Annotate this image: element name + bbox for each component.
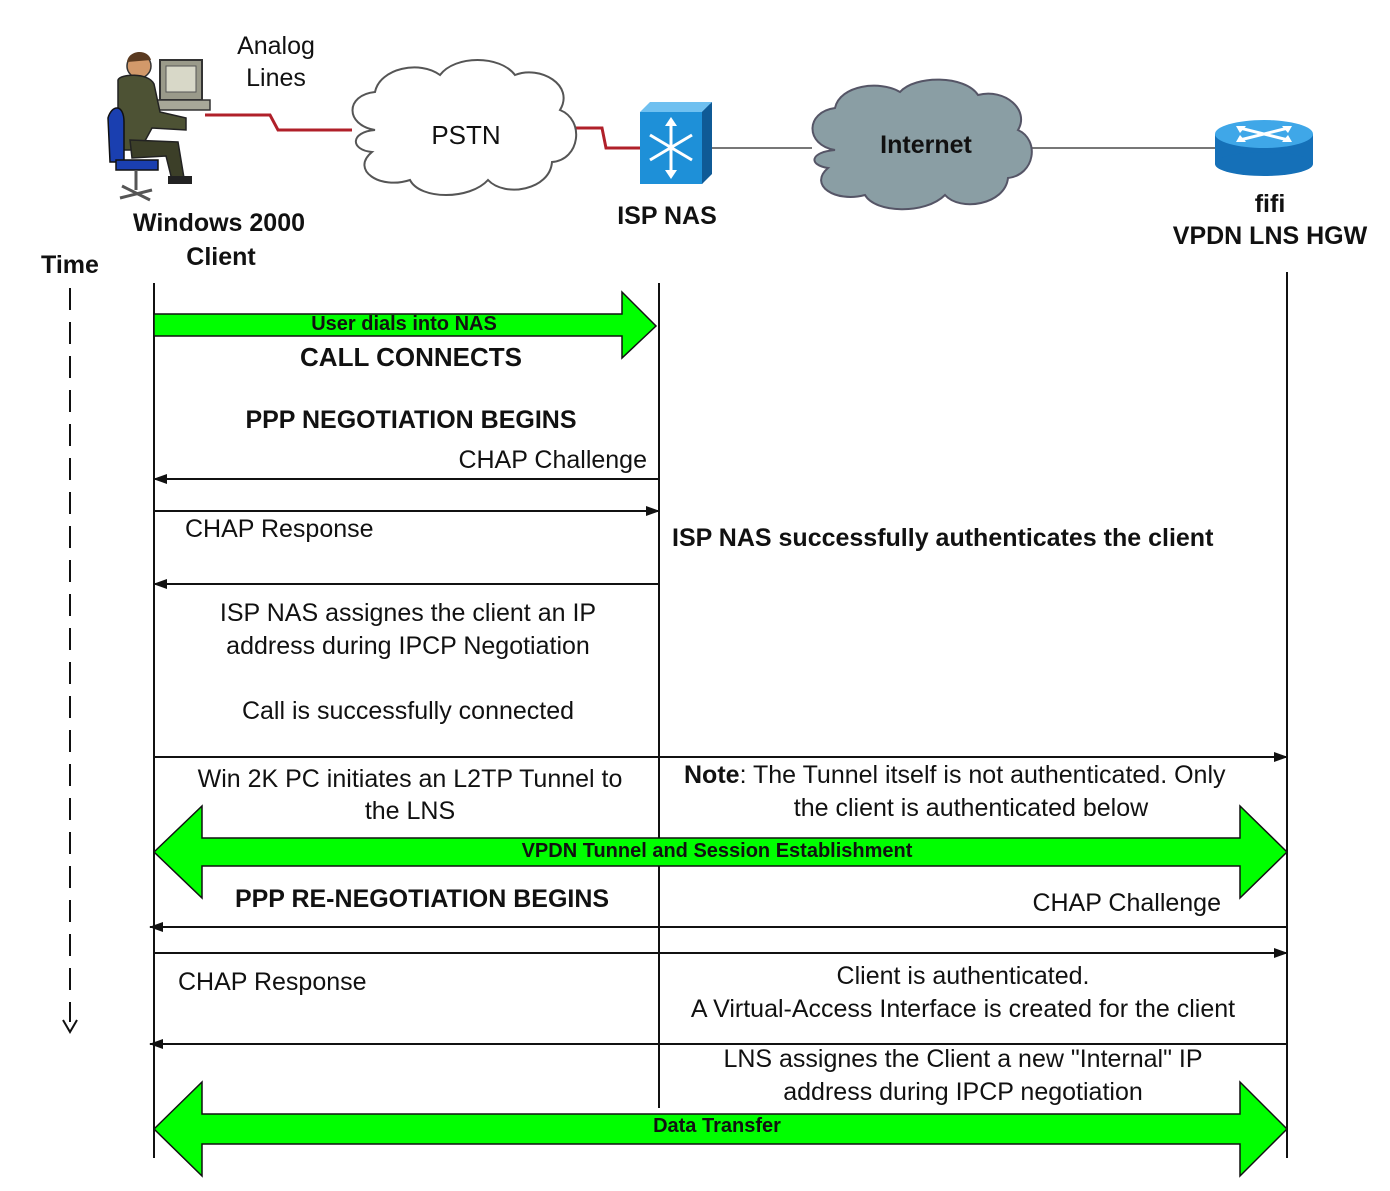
data-transfer-label: Data Transfer — [653, 1115, 781, 1137]
note-label: Note — [684, 761, 740, 789]
chap-response-2-label: CHAP Response — [178, 968, 367, 996]
note-line-2: the client is authenticated below — [793, 794, 1149, 822]
vpdn-tunnel-arrow — [152, 804, 1289, 900]
isp-nas-icon — [640, 102, 712, 184]
internet-label: Internet — [880, 131, 972, 159]
ipcp-label-1: ISP NAS assignes the client an IP — [219, 599, 597, 627]
user-dials-arrow — [153, 290, 658, 360]
chap-challenge-2-label: CHAP Challenge — [1032, 889, 1221, 917]
chap-response-1-label: CHAP Response — [185, 515, 374, 543]
isp-nas-label: ISP NAS — [617, 202, 717, 230]
client-label-2: Client — [186, 243, 256, 271]
time-label: Time — [41, 251, 99, 279]
isp-auth-label: ISP NAS successfully authenticates the c… — [672, 524, 1214, 552]
ppp-begins-label: PPP NEGOTIATION BEGINS — [245, 406, 577, 434]
data-transfer-arrow — [152, 1080, 1289, 1178]
windows-client-icon — [107, 51, 211, 202]
lns-ip-label-2: address during IPCP negotiation — [783, 1078, 1143, 1106]
l2tp-label-1: Win 2K PC initiates an L2TP Tunnel to — [197, 765, 623, 793]
lns-router-icon — [1215, 120, 1313, 176]
l2tp-label-2: the LNS — [364, 797, 456, 825]
vpdn-label: VPDN Tunnel and Session Establishment — [521, 840, 913, 862]
pstn-cloud — [351, 59, 578, 196]
call-connects-label: CALL CONNECTS — [300, 342, 522, 372]
pstn-label: PSTN — [431, 120, 501, 150]
analog-lines-label-1: Analog — [237, 32, 315, 60]
note-line-1: Note: The Tunnel itself is not authentic… — [684, 761, 1226, 790]
analog-line-1 — [205, 113, 352, 132]
ppp-re-label: PPP RE-NEGOTIATION BEGINS — [234, 885, 610, 913]
client-auth-label-2: A Virtual-Access Interface is created fo… — [690, 995, 1236, 1023]
time-axis-arrowhead — [62, 1019, 78, 1034]
client-auth-label-1: Client is authenticated. — [836, 962, 1090, 990]
lns-label-2: VPDN LNS HGW — [1172, 222, 1368, 250]
call-success-label: Call is successfully connected — [241, 697, 575, 725]
analog-line-2 — [570, 126, 640, 150]
lns-label-1: fifi — [1254, 190, 1286, 218]
user-dials-label: User dials into NAS — [311, 313, 497, 335]
analog-lines-label-2: Lines — [246, 64, 306, 92]
note-text-1: : The Tunnel itself is not authenticated… — [739, 761, 1226, 789]
client-label-1: Windows 2000 — [132, 209, 306, 237]
internet-cloud — [811, 78, 1033, 211]
chap-challenge-1-label: CHAP Challenge — [458, 446, 647, 474]
ipcp-label-2: address during IPCP Negotiation — [226, 632, 590, 660]
lns-ip-label-1: LNS assignes the Client a new "Internal"… — [723, 1045, 1203, 1073]
